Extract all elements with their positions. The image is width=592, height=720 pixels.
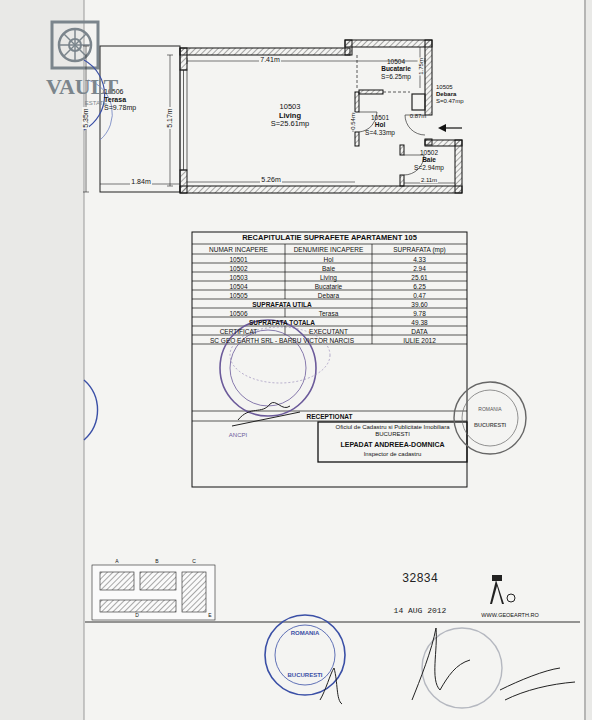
room-number: 10505 <box>436 84 480 91</box>
room-area: S=2.94mp <box>405 164 453 171</box>
room-label: 10502BaieS=2.94mp <box>405 149 453 171</box>
stamp-text: ANCPI <box>218 432 258 439</box>
table-cell: RECAPITULATIE SUPRAFETE APARTAMENT 105 <box>192 234 467 243</box>
stamp-text: ROMANIA <box>285 630 325 637</box>
room-label: 10504BucatarieS=6.25mp <box>372 58 420 80</box>
table-cell: Hol <box>285 256 372 263</box>
stamp-text: ROMANIA <box>470 407 510 413</box>
room-name: Hol <box>360 121 400 128</box>
table-cell: 0.47 <box>372 292 467 299</box>
table-cell: Oficiul de Cadastru si Publicitate Imobi… <box>322 424 463 438</box>
room-number: 10503 <box>262 103 318 112</box>
stamp-text: A <box>112 559 122 565</box>
logo-text: ESTATE <box>66 100 126 107</box>
dimension: 1.75m <box>418 53 425 79</box>
room-area: S=9.78mp <box>104 104 164 112</box>
table-cell: LEPADAT ANDREEA-DOMNICA <box>320 441 465 449</box>
window <box>180 70 187 170</box>
table-cell: 49.38 <box>372 319 467 326</box>
table-cell: DATA <box>372 328 467 335</box>
stamp-text: B <box>152 559 162 565</box>
table-cell: SUPRAFATA TOTALA <box>192 319 372 326</box>
stamps <box>84 60 526 708</box>
vault-logo <box>52 22 98 68</box>
room-area: S=0.47mp <box>436 98 480 105</box>
table-cell: 6.25 <box>372 283 467 290</box>
room-label: 10505DebaraS=0.47mp <box>436 84 480 105</box>
table-cell: IULIE 2012 <box>372 337 467 344</box>
table-cell: CERTIFICAT <box>192 328 285 335</box>
table-cell: 10503 <box>192 274 285 281</box>
debara-box <box>412 94 425 110</box>
dimension: 7.41m <box>250 56 290 64</box>
stamp-text: BUCURESTI <box>280 672 330 679</box>
table-cell: SUPRAFATA (mp) <box>372 246 467 253</box>
dimension: 5.17m <box>166 100 174 136</box>
site-plan <box>92 565 215 620</box>
table-cell: Bucatarie <box>285 283 372 290</box>
table-cell: 4.33 <box>372 256 467 263</box>
room-label: 10503LivingS=25.61mp <box>262 103 318 129</box>
dimension-lines <box>83 46 455 192</box>
table-cell: Baie <box>285 265 372 272</box>
table-cell: 39.60 <box>372 301 467 308</box>
table-cell: 25.61 <box>372 274 467 281</box>
signatures <box>232 402 575 704</box>
table-cell: 10506 <box>192 310 285 317</box>
table-cell: SC GEO EARTH SRL - BARBU VICTOR NARCIS <box>192 337 372 344</box>
dimension: 5.26m <box>251 176 291 184</box>
logo-text: VAULT <box>36 74 128 99</box>
area-table <box>192 232 467 487</box>
room-label: 10501HolS=4.33mp <box>360 114 400 136</box>
dimension: 2.11m <box>416 177 442 184</box>
room-name: Living <box>262 112 318 121</box>
stamp-text: 14 AUG 2012 <box>380 606 460 615</box>
stamp-text: C <box>189 559 199 565</box>
table-cell: 10501 <box>192 256 285 263</box>
dimension: 5.35m <box>82 100 90 136</box>
table-cell: Living <box>285 274 372 281</box>
table-cell: 10505 <box>192 292 285 299</box>
table-cell: Inspector de cadastru <box>320 451 465 458</box>
stamp-text: BUCURESTI <box>465 422 515 428</box>
table-cell: 9.78 <box>372 310 467 317</box>
table-cell: 2.94 <box>372 265 467 272</box>
geoearth-logo <box>490 575 515 604</box>
entrance-arrow <box>438 124 462 132</box>
stamp-text: WWW.GEOEARTH.RO <box>460 612 560 618</box>
table-cell: Terasa <box>285 310 372 317</box>
room-name: Debara <box>436 91 480 98</box>
room-area: S=6.25mp <box>372 73 420 80</box>
stamp-text: 32834 <box>380 573 460 587</box>
dimension: 0.54m <box>350 108 357 134</box>
table-cell: 10504 <box>192 283 285 290</box>
room-area: S=4.33mp <box>360 129 400 136</box>
walls <box>180 40 462 193</box>
table-cell: DENUMIRE INCAPERE <box>285 246 372 253</box>
stamp-text: E <box>205 613 215 619</box>
table-cell: SUPRAFATA UTILA <box>192 301 372 308</box>
room-name: Baie <box>405 156 453 163</box>
stamp-text: D <box>132 613 142 619</box>
table-cell: NUMAR INCAPERE <box>192 246 285 253</box>
room-area: S=25.61mp <box>262 120 318 129</box>
room-number: 10502 <box>405 149 453 156</box>
room-name: Bucatarie <box>372 65 420 72</box>
table-cell: RECEPTIONAT <box>192 413 467 420</box>
room-number: 10504 <box>372 58 420 65</box>
dimension: 0.87m <box>406 113 430 120</box>
room-number: 10501 <box>360 114 400 121</box>
table-cell: EXECUTANT <box>285 328 372 335</box>
table-cell: 10502 <box>192 265 285 272</box>
table-cell: Debara <box>285 292 372 299</box>
dimension: 1.84m <box>126 178 156 186</box>
